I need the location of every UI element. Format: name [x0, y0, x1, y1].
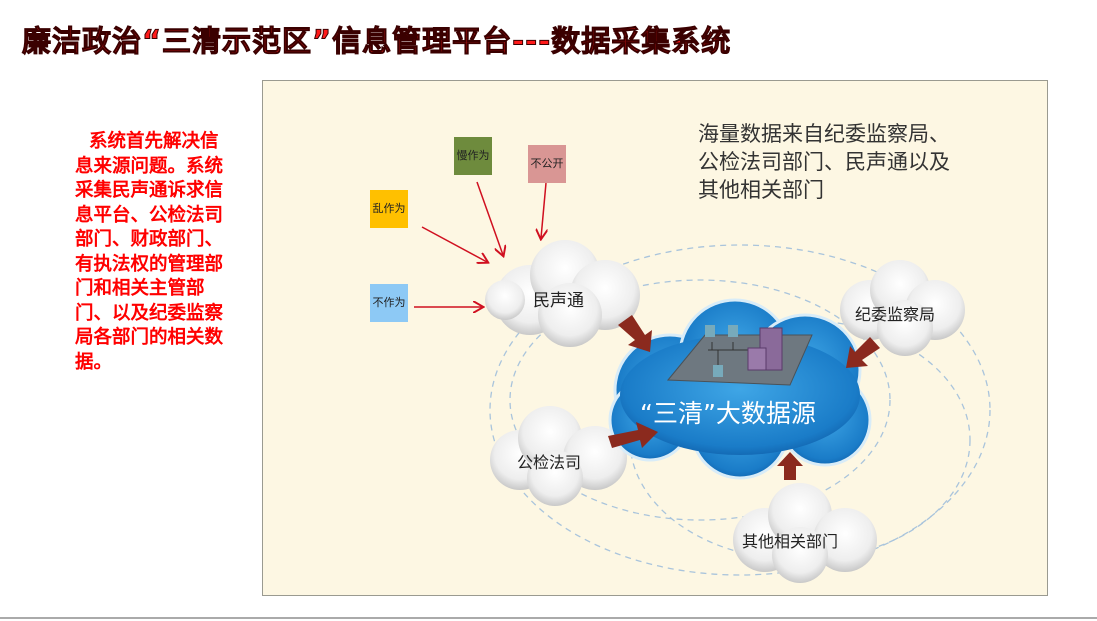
description-paragraph: 系统首先解决信息来源问题。系统采集民声通诉求信息平台、公检法司部门、财政部门、有…	[75, 131, 224, 373]
label-minshengtong: 民声通	[533, 291, 584, 311]
issue-label: 乱作为	[372, 202, 406, 215]
cloud-minshengtong	[485, 240, 640, 347]
issue-label: 慢作为	[456, 149, 490, 162]
issue-arrows	[414, 181, 546, 307]
label-jiwei: 纪委监察局	[855, 305, 936, 324]
issue-label: 不作为	[372, 296, 406, 309]
source-note: 海量数据来自纪委监察局、 公检法司部门、民声通以及 其他相关部门	[698, 120, 950, 204]
issue-box-slow: 慢作为	[454, 137, 492, 175]
note-line: 其他相关部门	[698, 178, 824, 202]
bottom-divider	[0, 617, 1097, 619]
cloud-other	[733, 483, 877, 583]
page-title: 廉洁政治“三清示范区”信息管理平台---数据采集系统	[21, 24, 732, 59]
description-text: 系统首先解决信息来源问题。系统采集民声通诉求信息平台、公检法司部门、财政部门、有…	[75, 130, 225, 375]
note-line: 公检法司部门、民声通以及	[698, 150, 950, 174]
network-platform-icon	[666, 325, 813, 386]
label-center: “三清”大数据源	[640, 399, 816, 428]
dashed-orbits	[489, 244, 991, 576]
label-gongjianfa: 公检法司	[517, 453, 582, 472]
issue-box-reckless: 乱作为	[370, 190, 408, 228]
issue-box-inaction: 不作为	[370, 284, 408, 322]
thick-arrows	[608, 315, 880, 480]
cloud-jiwei	[840, 260, 965, 356]
issue-label: 不公开	[530, 157, 564, 170]
note-line: 海量数据来自纪委监察局、	[698, 122, 950, 146]
label-other: 其他相关部门	[742, 532, 839, 551]
issue-box-not-public: 不公开	[528, 145, 566, 183]
